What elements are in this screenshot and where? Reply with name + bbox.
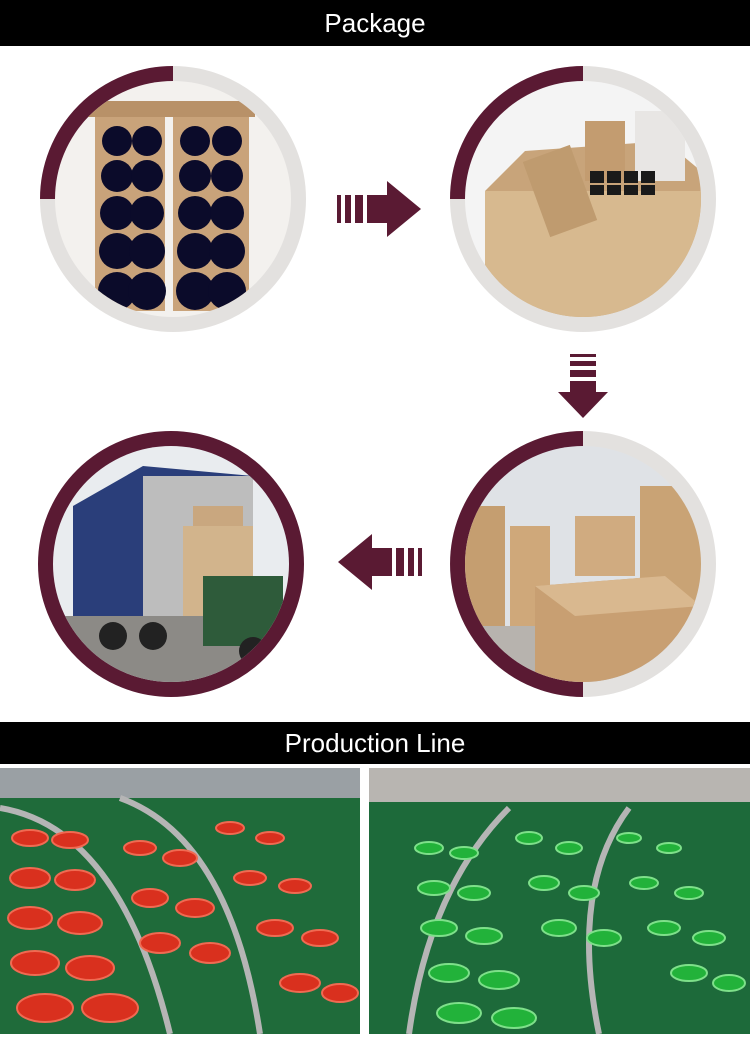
progress-ring: [40, 66, 306, 332]
arrow-right-icon: [337, 181, 421, 242]
step-warehouse-stacking: [449, 430, 717, 698]
green-jars-photo: [369, 768, 750, 1034]
truck-photo: [53, 446, 289, 682]
progress-ring: [38, 431, 304, 697]
progress-ring: [450, 66, 716, 332]
step-truck-loading: [37, 430, 305, 698]
arrow-left-icon: [338, 534, 422, 595]
package-banner: Package: [0, 0, 750, 46]
red-jars-photo: [0, 768, 360, 1034]
warehouse-photo: [465, 446, 701, 682]
product-box-photo: [55, 81, 291, 317]
step-boxed-products: [39, 65, 307, 333]
production-banner: Production Line: [0, 722, 750, 764]
progress-ring: [450, 431, 716, 697]
arrow-down-icon: [558, 354, 608, 423]
production-title: Production Line: [284, 728, 466, 758]
step-carton-dividers: [449, 65, 717, 333]
carton-photo: [465, 81, 701, 317]
package-title: Package: [324, 8, 426, 38]
